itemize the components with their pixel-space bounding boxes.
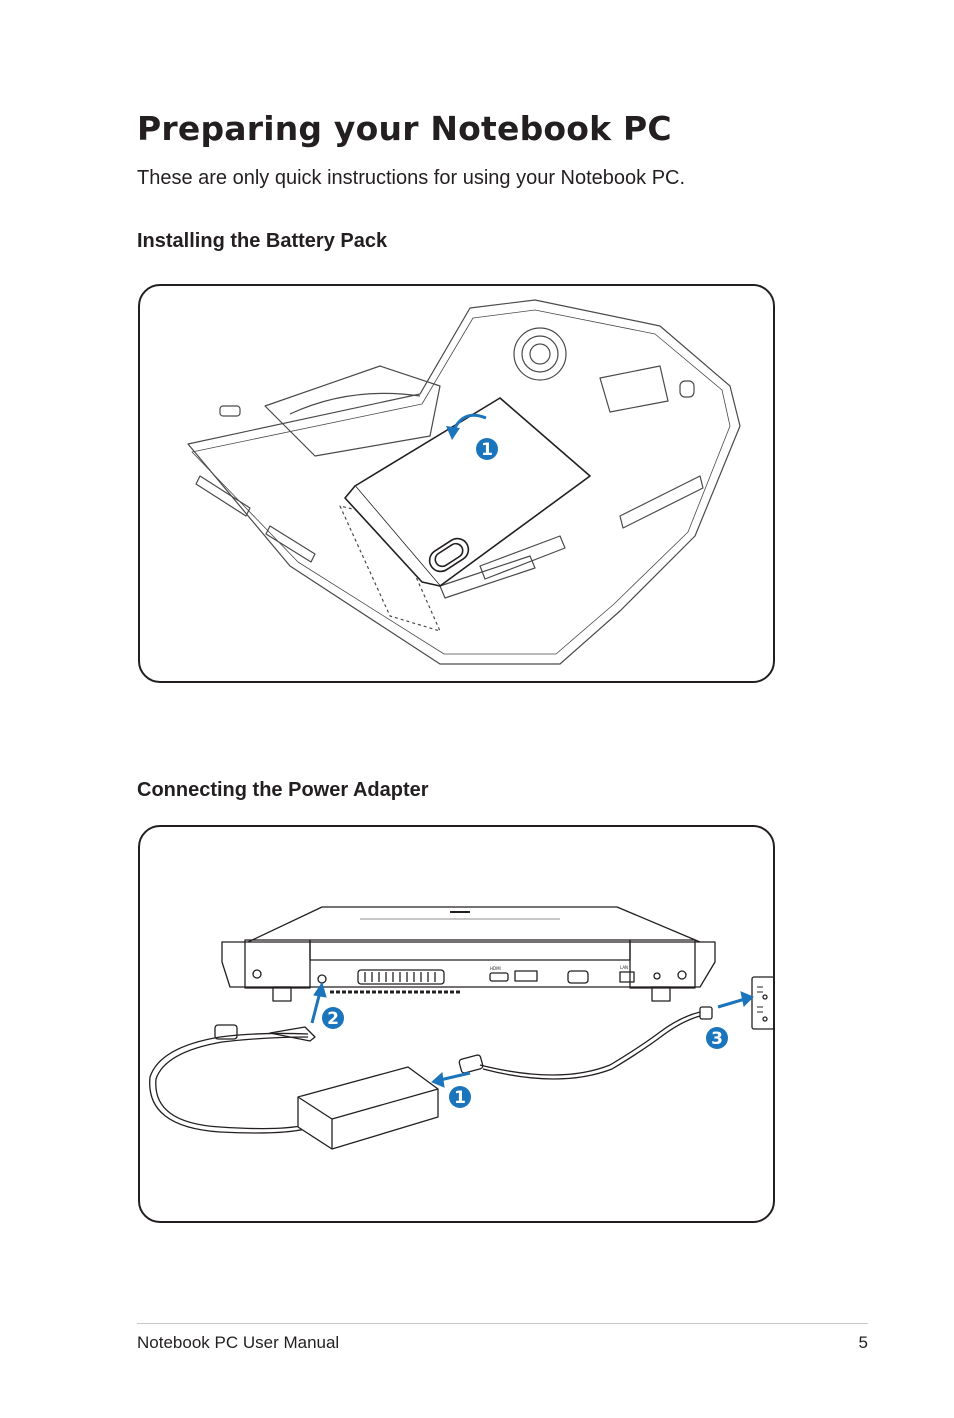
power-section-heading: Connecting the Power Adapter — [137, 779, 429, 801]
step-badge: 3 — [706, 1027, 728, 1049]
ac-cable — [479, 1011, 701, 1076]
vent-grille — [357, 969, 445, 985]
step-badge: 2 — [322, 1007, 344, 1029]
power-adapter-illustration: HDMI LAN 1 2 3 — [149, 906, 773, 1150]
step-number: 2 — [327, 1009, 339, 1029]
arrow-step-1 — [439, 1071, 471, 1082]
battery-install-figure: 1 — [138, 284, 775, 683]
step-badge: 1 — [476, 438, 498, 460]
step-number: 1 — [454, 1088, 466, 1108]
power-adapter-figure: HDMI LAN 1 2 3 — [138, 825, 775, 1223]
step-number: 3 — [711, 1029, 723, 1049]
step-number: 1 — [481, 440, 493, 460]
battery-illustration: 1 — [187, 299, 741, 665]
page-title: Preparing your Notebook PC — [137, 109, 672, 148]
vga-port-icon — [567, 970, 589, 984]
footer-page-number: 5 — [858, 1333, 868, 1352]
dc-cable — [149, 1032, 309, 1134]
usb-port-icon — [514, 970, 538, 982]
ac-adapter-brick — [297, 1066, 439, 1150]
intro-text: These are only quick instructions for us… — [137, 167, 686, 189]
footer-rule — [137, 1323, 868, 1324]
hdmi-label: HDMI — [490, 966, 501, 971]
step-badge: 1 — [449, 1086, 471, 1108]
battery-section-heading: Installing the Battery Pack — [137, 230, 388, 252]
battery-pack — [344, 397, 591, 587]
wall-outlet-icon — [751, 976, 773, 1030]
laptop-lid — [247, 906, 701, 943]
lan-label: LAN — [620, 965, 628, 970]
laptop-chassis-outline — [187, 299, 741, 665]
arrow-step-3 — [717, 997, 746, 1009]
fan-vent-icon — [513, 327, 567, 381]
laptop-rear-panel — [221, 941, 716, 988]
footer-manual-name: Notebook PC User Manual — [137, 1333, 340, 1352]
lan-port-icon — [619, 971, 635, 983]
arrow-step-2 — [310, 991, 322, 1024]
hdmi-port-icon — [489, 972, 509, 982]
